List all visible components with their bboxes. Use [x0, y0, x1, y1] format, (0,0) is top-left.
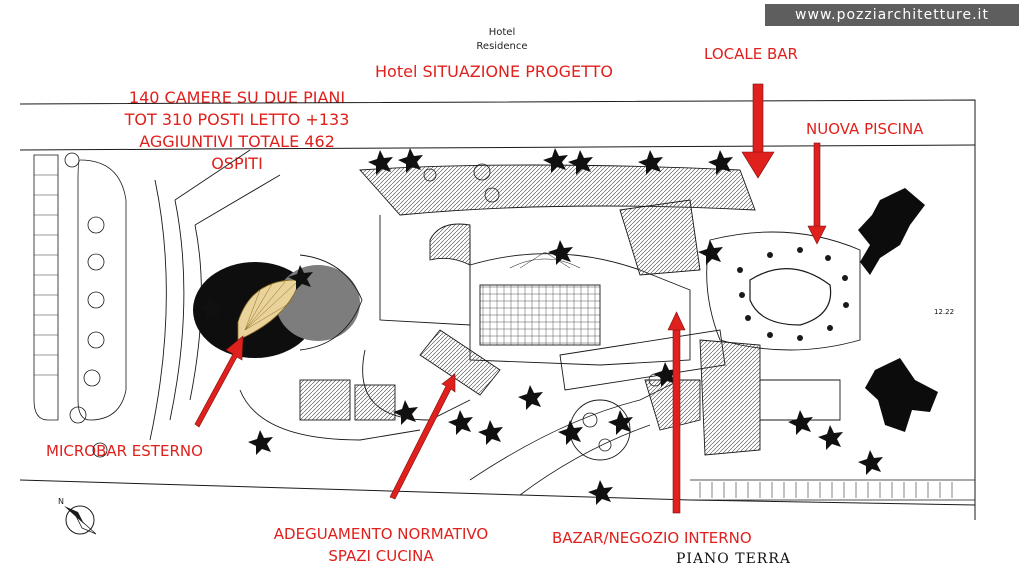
parking-area: [33, 154, 127, 421]
brand-banner[interactable]: www.pozziarchitetture.it: [765, 4, 1019, 26]
east-wing: [619, 199, 841, 456]
road: [469, 379, 975, 501]
hotel-residence-label: Hotel Residence: [460, 26, 544, 54]
main-building: [239, 164, 756, 441]
annotation-arrows: [194, 83, 827, 514]
kitchen-line-1: ADEGUAMENTO NORMATIVO: [273, 525, 489, 543]
outline-trees: [64, 152, 662, 458]
arrow-bazar: [667, 311, 686, 514]
plan-title: Hotel SITUAZIONE PROGETTO: [375, 62, 613, 81]
bazar-callout: BAZAR/NEGOZIO INTERNO: [552, 529, 752, 547]
rooms-line-2: TOT 310 POSTI LETTO +133: [124, 110, 350, 129]
bar-callout: LOCALE BAR: [704, 45, 798, 63]
hotel-line-2: Residence: [476, 41, 528, 52]
rooms-line-3: AGGIUNTIVI TOTALE 462: [139, 132, 335, 151]
microbar-callout: MICROBAR ESTERNO: [46, 442, 203, 460]
kitchen-line-2: SPAZI CUCINA: [328, 547, 434, 565]
pool-callout: NUOVA PISCINA: [806, 120, 924, 138]
new-pool: [706, 231, 861, 351]
north-label: N: [58, 497, 64, 506]
elevation-label: 12.22: [934, 308, 955, 316]
hotel-line-1: Hotel: [488, 27, 516, 38]
arrow-microbar: [194, 335, 244, 428]
rooms-line-4: OSPITI: [211, 154, 263, 173]
crosswalk: [699, 482, 953, 498]
floor-label: PIANO TERRA: [676, 551, 791, 567]
rooms-line-1: 140 CAMERE SU DUE PIANI: [128, 88, 346, 107]
arrow-cucina: [389, 373, 456, 500]
villa-blocks: [858, 188, 938, 432]
north-arrow-icon: N: [58, 497, 97, 535]
parking-stalls: [34, 174, 58, 376]
palm-trees: [198, 148, 883, 505]
arrow-nuova-piscina: [807, 142, 827, 245]
kitchen-callout: ADEGUAMENTO NORMATIVO SPAZI CUCINA: [256, 523, 506, 567]
arrow-locale-bar: [741, 83, 775, 179]
rooms-callout: 140 CAMERE SU DUE PIANI TOT 310 POSTI LE…: [112, 87, 362, 175]
microbar-area: [193, 254, 363, 358]
